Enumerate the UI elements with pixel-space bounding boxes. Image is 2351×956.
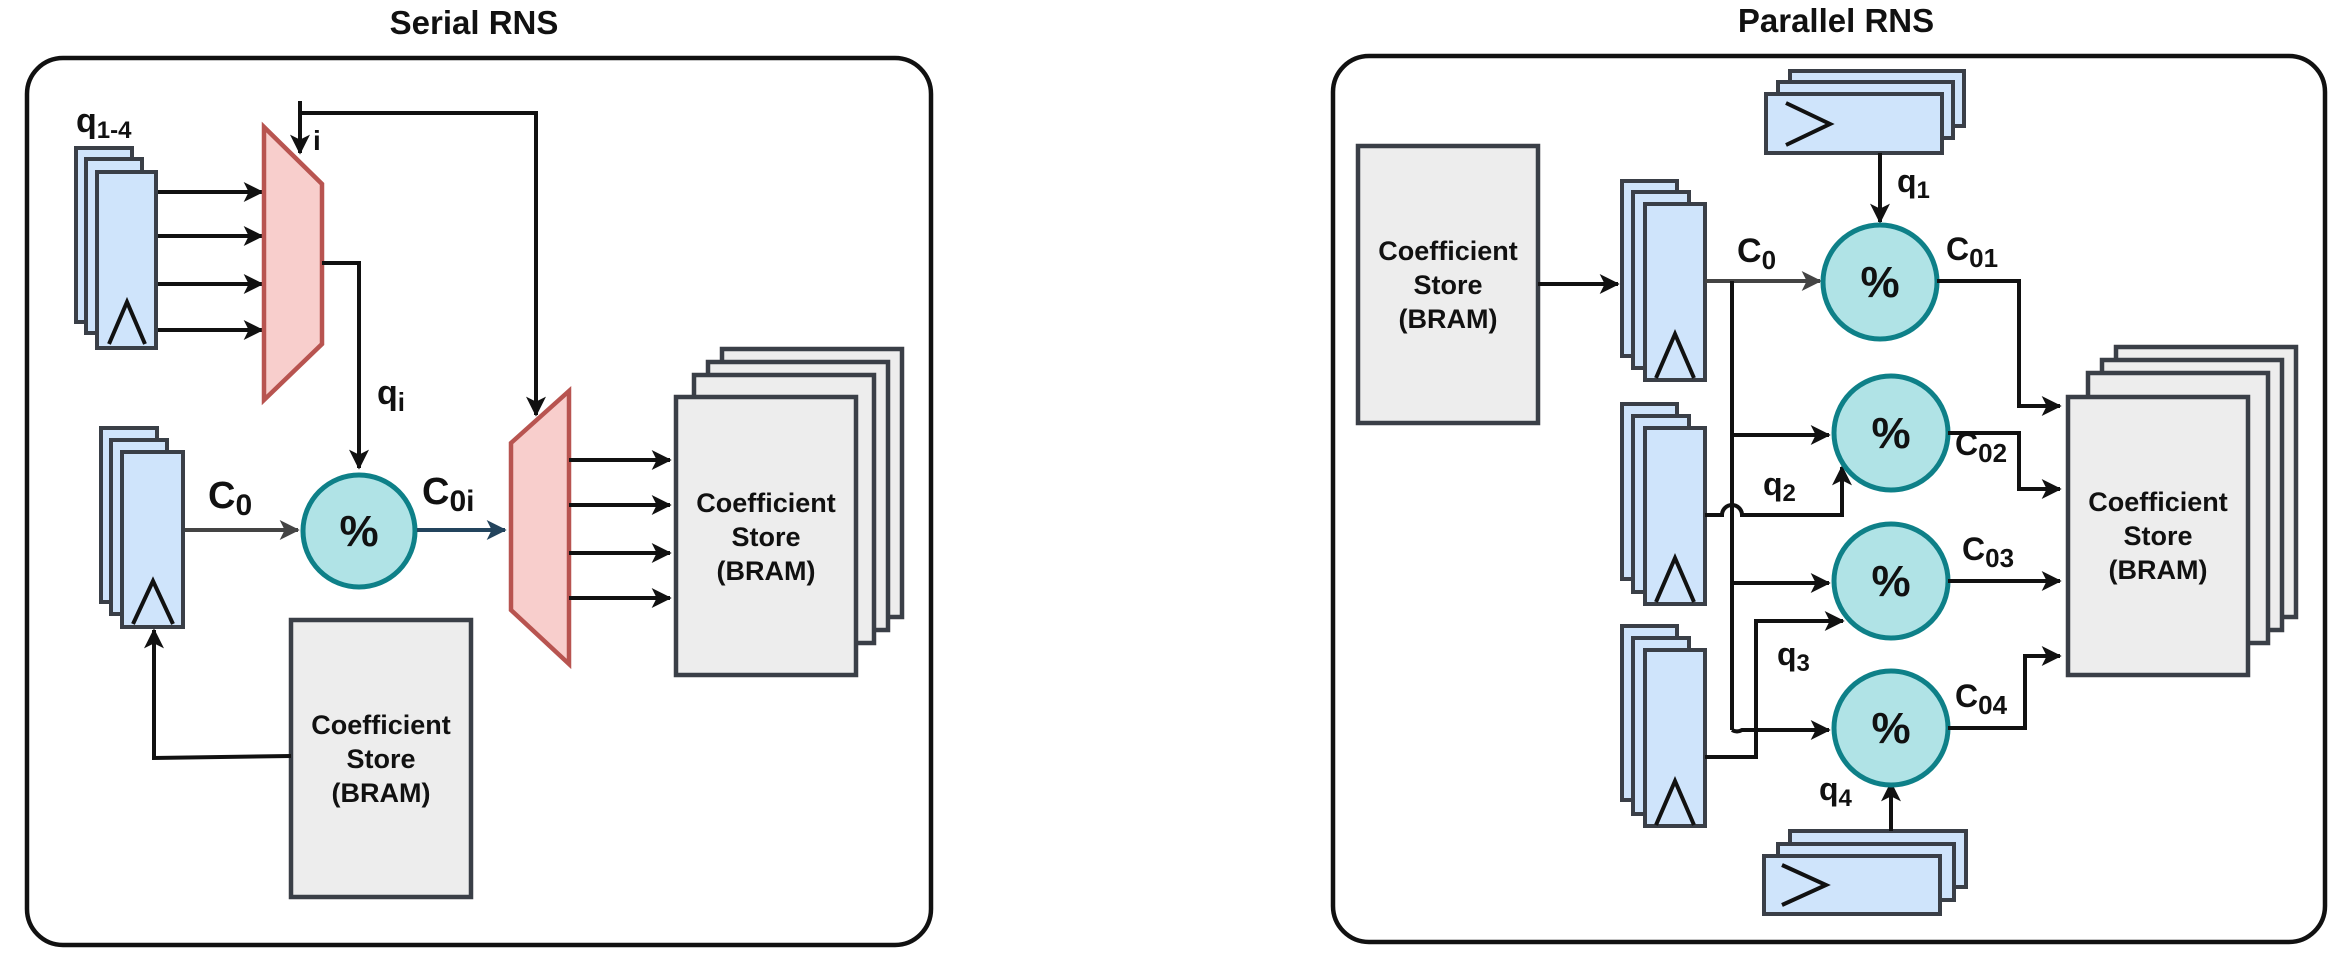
parallel-label-q4: q4 <box>1819 771 1853 812</box>
parallel-panel-frame <box>1330 53 2328 945</box>
serial-label-i: i <box>313 125 321 156</box>
parallel-label-c0: C0 <box>1737 232 1776 275</box>
parallel-modulo-unit-2: % <box>1831 373 1951 493</box>
svg-text:%: % <box>1871 557 1910 606</box>
serial-output-mux <box>508 385 572 670</box>
serial-label-qi: qi <box>377 374 405 417</box>
parallel-rns-panel: Parallel RNS Coefficient Store (BRAM) <box>1330 2 2328 945</box>
svg-text:Coefficient: Coefficient <box>311 710 451 740</box>
parallel-c0-register <box>1620 179 1707 382</box>
serial-rns-panel: Serial RNS q1-4 i qi <box>24 4 934 948</box>
svg-text:%: % <box>1871 704 1910 753</box>
clock-triangle-icon <box>1654 328 1696 379</box>
serial-modulo-unit <box>300 472 418 590</box>
clock-triangle-icon <box>1654 775 1696 826</box>
clock-triangle-icon <box>1781 863 1831 907</box>
clock-triangle-icon <box>131 576 175 625</box>
parallel-modulo-unit-3: % <box>1831 521 1951 641</box>
clock-triangle-icon <box>1654 552 1696 603</box>
parallel-q2-register <box>1620 402 1707 606</box>
svg-text:Coefficient: Coefficient <box>2088 487 2228 517</box>
parallel-input-coefficient-store: Coefficient Store (BRAM) <box>1355 143 1541 426</box>
serial-q-register <box>74 146 158 350</box>
svg-text:%: % <box>1860 258 1899 307</box>
serial-label-c0: C0 <box>208 475 252 522</box>
parallel-title: Parallel RNS <box>1738 2 1934 39</box>
svg-text:(BRAM): (BRAM) <box>2109 555 2208 585</box>
svg-text:Store: Store <box>731 522 800 552</box>
parallel-q4-register <box>1762 829 1968 916</box>
parallel-modulo-unit-4: % <box>1831 668 1951 788</box>
parallel-label-q1: q1 <box>1897 163 1930 204</box>
parallel-label-c03: C03 <box>1962 531 2014 573</box>
svg-text:Store: Store <box>2123 521 2192 551</box>
parallel-label-q2: q2 <box>1763 466 1796 507</box>
svg-text:Coefficient: Coefficient <box>696 488 836 518</box>
svg-text:Store: Store <box>1413 270 1482 300</box>
serial-title: Serial RNS <box>390 4 559 41</box>
svg-text:(BRAM): (BRAM) <box>1399 304 1498 334</box>
parallel-output-coefficient-store: Coefficient Store (BRAM) <box>2065 344 2299 678</box>
clock-triangle-icon <box>1785 101 1835 147</box>
parallel-label-c04: C04 <box>1955 678 2008 720</box>
serial-c0-register <box>99 426 185 629</box>
svg-text:(BRAM): (BRAM) <box>332 778 431 808</box>
parallel-label-q3: q3 <box>1777 636 1810 677</box>
serial-label-c0i: C0i <box>422 471 474 518</box>
parallel-modulo-unit-1: % <box>1820 222 1940 342</box>
svg-text:(BRAM): (BRAM) <box>717 556 816 586</box>
parallel-label-c02: C02 <box>1955 426 2007 468</box>
parallel-label-c01: C01 <box>1946 231 1998 273</box>
parallel-q3-register <box>1620 624 1707 828</box>
svg-text:Store: Store <box>346 744 415 774</box>
svg-text:%: % <box>1871 409 1910 458</box>
serial-input-coefficient-store: Coefficient Store (BRAM) <box>288 617 474 900</box>
clock-triangle-icon <box>107 296 147 345</box>
svg-text:Coefficient: Coefficient <box>1378 236 1518 266</box>
serial-modulo-symbol: % <box>339 507 378 556</box>
serial-input-mux <box>261 121 325 406</box>
parallel-q1-register <box>1764 69 1966 155</box>
serial-label-q14: q1-4 <box>76 102 132 144</box>
serial-output-coefficient-store: Coefficient Store (BRAM) <box>673 346 905 678</box>
